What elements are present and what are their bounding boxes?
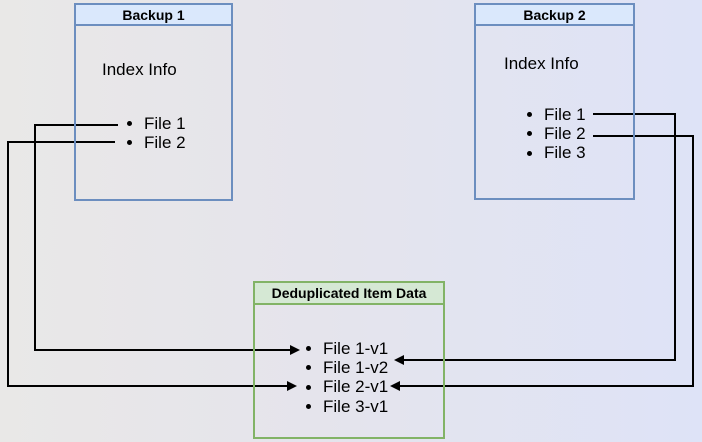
bullet-icon [527,131,532,137]
file-label: File 1 [144,113,186,133]
list-item: File 2-v1 [306,377,389,397]
bullet-icon [527,112,532,118]
dedup-item-label: File 1-v1 [323,338,389,358]
file-label: File 2 [144,132,186,152]
file-label: File 2 [544,123,586,143]
backup1-node: Backup 1 Index Info File 1 File 2 [74,3,233,201]
bullet-icon [127,121,132,127]
backup1-title: Backup 1 [76,5,231,26]
dedup-item-list: File 1-v1 File 1-v2 File 2-v1 File 3-v1 [306,339,388,416]
bullet-icon [306,365,311,371]
bullet-icon [306,346,311,352]
dedup-item-label: File 1-v2 [323,357,389,377]
list-item: File 2 [127,133,186,152]
backup2-file-list: File 1 File 2 File 3 [527,105,586,163]
bullet-icon [306,384,311,390]
list-item: File 1-v1 [306,339,388,358]
list-item: File 1 [527,105,586,124]
dedup-item-label: File 3-v1 [323,396,389,416]
bullet-icon [306,404,311,410]
bullet-icon [127,140,132,146]
bullet-icon [527,150,532,156]
list-item: File 3-v1 [306,397,388,416]
backup2-node: Backup 2 Index Info File 1 File 2 File 3 [474,3,635,200]
backup2-title: Backup 2 [476,5,633,26]
file-label: File 3 [544,143,586,163]
backup1-index-label: Index Info [102,60,177,79]
list-item: File 2 [527,124,586,143]
file-label: File 1 [544,104,586,124]
backup2-index-label: Index Info [504,54,579,73]
list-item: File 1-v2 [306,358,388,377]
list-item: File 1 [127,114,186,133]
dedup-title: Deduplicated Item Data [255,283,443,305]
dedup-item-label: File 2-v1 [323,377,389,397]
dedup-node: Deduplicated Item Data File 1-v1 File 1-… [253,281,445,439]
backup1-file-list: File 1 File 2 [127,114,186,153]
list-item: File 3 [527,143,586,163]
